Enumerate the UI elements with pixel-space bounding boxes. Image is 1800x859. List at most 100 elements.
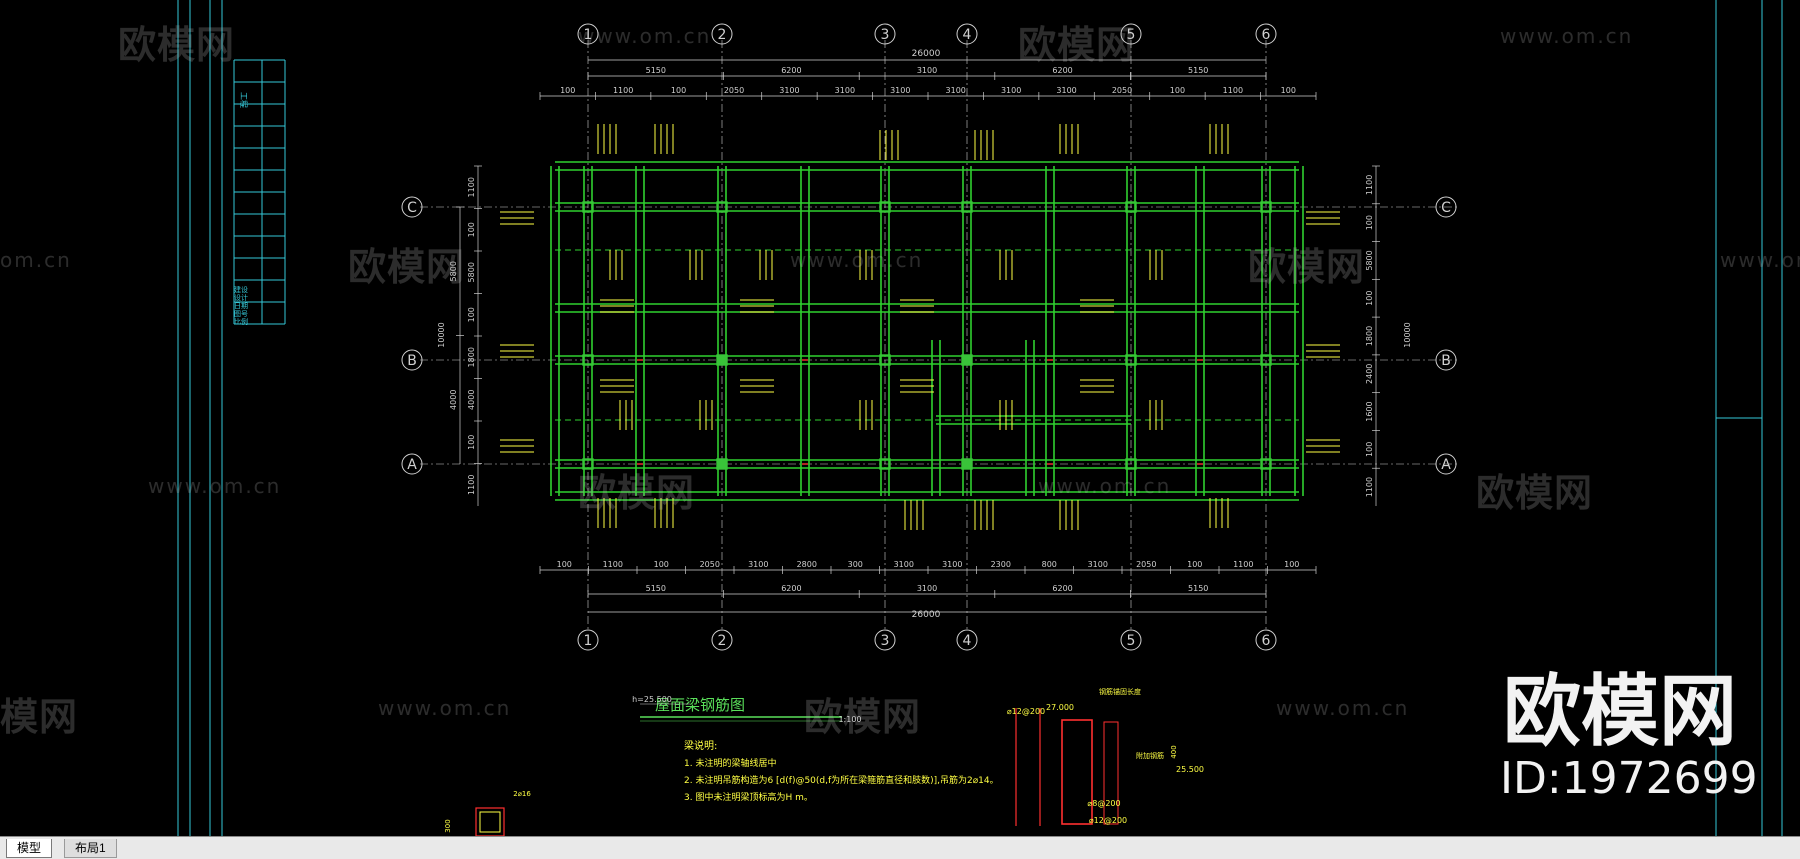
section-rebar-label: ⌀12@200 xyxy=(1007,707,1045,716)
axis-bubble xyxy=(874,23,896,45)
sub-dimension-text: 3100 xyxy=(942,560,962,569)
axis-bubble xyxy=(1120,23,1142,45)
axis-letter: C xyxy=(1441,200,1451,216)
left-sub-dimension-text: 1100 xyxy=(467,177,476,197)
sub-dimension-text: 2050 xyxy=(1136,560,1156,569)
column xyxy=(1260,201,1272,213)
scale-note: 1:100 xyxy=(838,715,861,724)
column xyxy=(582,458,594,470)
axis-number: 2 xyxy=(718,27,727,43)
tab-layout1[interactable]: 布局1 xyxy=(64,839,117,858)
elevation-label: h=25.500 xyxy=(632,695,672,704)
detail-dim: 2⌀16 xyxy=(513,790,531,798)
section-outline xyxy=(1061,719,1093,825)
axis-bubble xyxy=(956,23,978,45)
column xyxy=(961,201,973,213)
left-sub-dimension-text: 1100 xyxy=(467,475,476,495)
span-dimension-text: 6200 xyxy=(781,584,801,593)
column xyxy=(582,354,594,366)
sub-dimension-text: 2050 xyxy=(724,86,744,95)
axis-number: 3 xyxy=(881,27,890,43)
axis-bubble xyxy=(711,23,733,45)
sub-dimension-text: 3100 xyxy=(835,86,855,95)
right-sub-dimension-text: 5800 xyxy=(1365,250,1374,270)
detail-outline xyxy=(479,811,501,833)
axis-letter: A xyxy=(1441,457,1451,473)
column xyxy=(1125,458,1137,470)
column xyxy=(1260,354,1272,366)
axis-bubble xyxy=(577,629,599,651)
right-sub-dimension-text: 100 xyxy=(1365,291,1374,306)
right-sub-dimension-text: 1100 xyxy=(1365,175,1374,195)
left-span-dimension-text: 4000 xyxy=(449,390,458,410)
left-sub-dimension-text: 100 xyxy=(467,435,476,450)
column-filled xyxy=(962,459,972,469)
sub-dimension-text: 100 xyxy=(654,560,669,569)
title-block-label: 图号 xyxy=(234,310,248,318)
title-block-label: 建设 xyxy=(234,285,248,294)
right-sub-dimension-text: 2400 xyxy=(1365,364,1374,384)
axis-number: 1 xyxy=(584,633,593,649)
right-sub-dimension-text: 100 xyxy=(1365,442,1374,457)
sub-dimension-text: 100 xyxy=(1187,560,1202,569)
span-dimension-text: 5150 xyxy=(1188,584,1208,593)
axis-bubble xyxy=(874,629,896,651)
tab-model[interactable]: 模型 xyxy=(6,839,53,858)
axis-number: 1 xyxy=(584,27,593,43)
sub-dimension-text: 2050 xyxy=(700,560,720,569)
section-dim: 27.000 xyxy=(1046,703,1074,712)
column-filled xyxy=(717,459,727,469)
sub-dimension-text: 3100 xyxy=(890,86,910,95)
column xyxy=(879,201,891,213)
axis-number: 6 xyxy=(1262,633,1271,649)
overall-dimension: 26000 xyxy=(912,610,941,620)
title-block-label: 比例 xyxy=(234,317,248,326)
left-span-dimension-text: 5800 xyxy=(449,261,458,281)
sub-dimension-text: 300 xyxy=(848,560,863,569)
axis-bubble xyxy=(956,629,978,651)
right-sub-dimension-text: 1100 xyxy=(1365,477,1374,497)
axis-number: 4 xyxy=(963,633,972,649)
right-sub-dimension-text: 1600 xyxy=(1365,401,1374,421)
axis-number: 5 xyxy=(1127,633,1136,649)
column xyxy=(1125,201,1137,213)
layout-tab-bar: 模型 布局1 xyxy=(0,836,1800,859)
sub-dimension-text: 1100 xyxy=(613,86,633,95)
span-dimension-text: 5150 xyxy=(646,584,666,593)
right-sub-dimension-text: 100 xyxy=(1365,215,1374,230)
axis-bubble xyxy=(1435,349,1457,371)
detail-outline xyxy=(475,807,505,836)
sub-dimension-text: 100 xyxy=(557,560,572,569)
axis-letter: A xyxy=(407,457,417,473)
axis-bubble xyxy=(711,629,733,651)
span-dimension-text: 3100 xyxy=(917,584,937,593)
sub-dimension-text: 100 xyxy=(671,86,686,95)
span-dimension-text: 6200 xyxy=(1052,584,1072,593)
notes-title: 梁说明: xyxy=(684,739,717,752)
axis-letter: B xyxy=(1441,353,1451,369)
column xyxy=(879,458,891,470)
sub-dimension-text: 3100 xyxy=(946,86,966,95)
section-rebar-label: ⌀12@200 xyxy=(1089,816,1127,825)
column-filled xyxy=(717,355,727,365)
sub-dimension-text: 3100 xyxy=(779,86,799,95)
axis-letter: B xyxy=(407,353,417,369)
axis-number: 6 xyxy=(1262,27,1271,43)
sub-dimension-text: 2300 xyxy=(991,560,1011,569)
span-dimension-text: 3100 xyxy=(917,66,937,75)
section-note: 钢筋锚固长度 xyxy=(1099,687,1141,696)
title-block-label: 日期 xyxy=(234,302,248,310)
overall-dimension: 26000 xyxy=(912,49,941,59)
axis-number: 3 xyxy=(881,633,890,649)
column-filled xyxy=(962,355,972,365)
sub-dimension-text: 100 xyxy=(1281,86,1296,95)
axis-number: 2 xyxy=(718,633,727,649)
sub-dimension-text: 100 xyxy=(560,86,575,95)
note-line: 3. 图中未注明梁顶标高为H m。 xyxy=(684,791,813,803)
drawing-title: 屋面梁钢筋图 xyxy=(655,696,745,714)
left-sub-dimension-text: 100 xyxy=(467,222,476,237)
title-block-label: 设计 xyxy=(234,293,248,302)
note-line: 2. 未注明吊筋构造为6 [d(f)@50(d,f为所在梁箍筋直径和肢数)],吊… xyxy=(684,774,999,786)
